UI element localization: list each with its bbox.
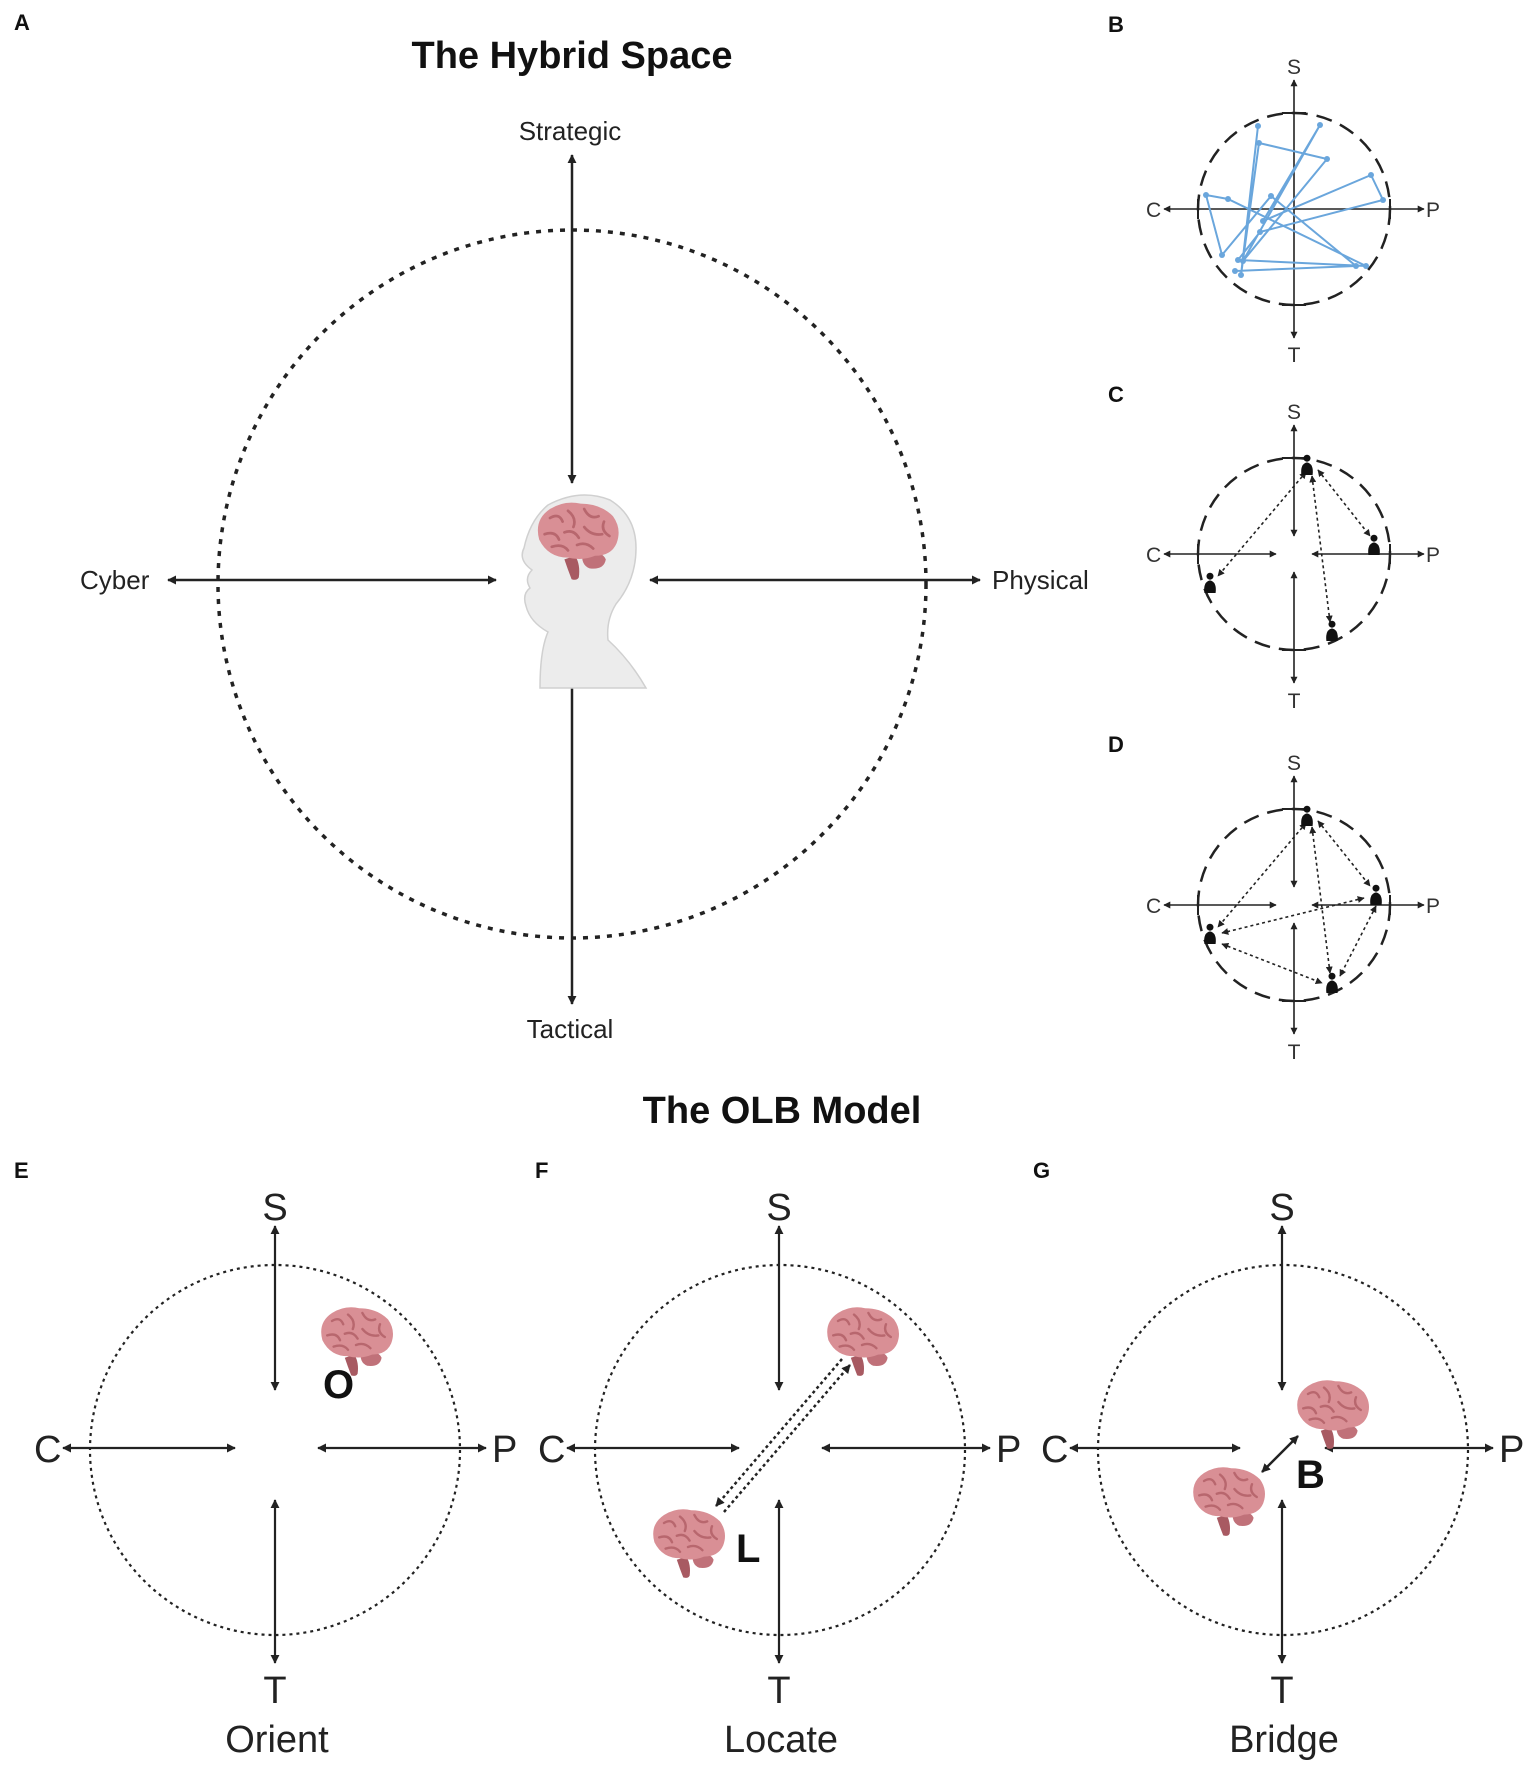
path-point [1256, 140, 1262, 146]
path-point [1232, 268, 1238, 274]
panel-e-bottom-label: T [263, 1670, 286, 1712]
panel-f: F L S T C P Locate [535, 1158, 1021, 1761]
orient-caption: Orient [225, 1719, 329, 1761]
panel-letter-a: A [14, 10, 30, 35]
path-point [1380, 197, 1386, 203]
panel-letter-b: B [1108, 12, 1124, 37]
bridge-marker-letter: B [1296, 1453, 1325, 1497]
panel-b-right-label: P [1426, 199, 1440, 222]
panel-e-top-label: S [262, 1187, 287, 1229]
panel-d-movement-arrows [1217, 820, 1377, 984]
panel-c-ticks [1197, 457, 1391, 651]
panel-d-right-label: P [1426, 895, 1440, 918]
bridge-arrow [1261, 1435, 1299, 1473]
path-point [1255, 123, 1261, 129]
panel-letter-e: E [14, 1158, 29, 1183]
panel-d-left-label: C [1146, 895, 1161, 918]
person-figure-icon [1204, 923, 1216, 944]
locate-caption: Locate [724, 1719, 838, 1761]
panel-e-right-label: P [492, 1429, 517, 1471]
orient-marker-letter: O [323, 1363, 354, 1407]
panel-c: C S T C P [1108, 382, 1440, 713]
person-figure-icon [1204, 572, 1216, 593]
physical-label: Physical [992, 565, 1089, 595]
path-point [1353, 263, 1359, 269]
panel-letter-d: D [1108, 732, 1124, 757]
olb-model-title: The OLB Model [643, 1090, 922, 1132]
path-point [1238, 272, 1244, 278]
panel-a: A The Hybrid Space Strategic Tactical Cy… [14, 10, 1089, 1044]
panel-e-left-label: C [34, 1429, 61, 1471]
path-point [1368, 172, 1374, 178]
panel-letter-c: C [1108, 382, 1124, 407]
panel-f-top-label: S [766, 1187, 791, 1229]
panel-c-bottom-label: T [1288, 690, 1301, 713]
panel-c-top-label: S [1287, 401, 1301, 424]
person-figure-icon [1326, 620, 1338, 641]
panel-c-left-label: C [1146, 544, 1161, 567]
path-point [1268, 193, 1274, 199]
panel-f-right-label: P [996, 1429, 1021, 1471]
panel-b-ticks [1197, 112, 1391, 306]
panel-g-top-label: S [1269, 1187, 1294, 1229]
path-point [1260, 218, 1266, 224]
panel-e: E O S T C P Orient [14, 1158, 517, 1761]
path-point [1235, 257, 1241, 263]
locate-double-arrow [715, 1358, 851, 1513]
panel-b-top-label: S [1287, 56, 1301, 79]
panel-d-ticks [1197, 808, 1391, 1002]
human-head-with-brain-icon [521, 494, 648, 689]
path-point [1240, 258, 1246, 264]
path-point [1257, 229, 1263, 235]
path-point [1317, 122, 1323, 128]
cyber-label: Cyber [80, 565, 150, 595]
brain-icon [826, 1306, 901, 1377]
panel-f-left-label: C [538, 1429, 565, 1471]
panel-d-bottom-label: T [1288, 1041, 1301, 1064]
panel-letter-g: G [1033, 1158, 1050, 1183]
person-figure-icon [1326, 972, 1338, 993]
panel-b-left-label: C [1146, 199, 1161, 222]
path-point [1203, 192, 1209, 198]
strategic-label: Strategic [519, 116, 622, 146]
panel-b-path-points [1203, 122, 1386, 278]
panel-d: D S T C P [1108, 732, 1440, 1064]
panel-letter-f: F [535, 1158, 548, 1183]
panel-c-movement-arrows [1217, 469, 1371, 623]
panel-b: B S T C P [1108, 12, 1440, 367]
panel-g-left-label: C [1041, 1429, 1068, 1471]
person-figure-icon [1368, 534, 1380, 555]
panel-c-right-label: P [1426, 544, 1440, 567]
person-figure-icon [1370, 884, 1382, 905]
panel-d-top-label: S [1287, 752, 1301, 775]
tactical-label: Tactical [527, 1014, 614, 1044]
locate-marker-letter: L [736, 1527, 760, 1571]
brain-icon [652, 1508, 727, 1579]
panel-b-bottom-label: T [1288, 344, 1301, 367]
path-point [1225, 196, 1231, 202]
brain-icon [1295, 1379, 1371, 1450]
path-point [1363, 263, 1369, 269]
path-point [1219, 252, 1225, 258]
brain-icon [1191, 1466, 1267, 1537]
panel-b-random-path [1204, 124, 1385, 276]
hybrid-space-title: The Hybrid Space [412, 35, 733, 77]
bridge-caption: Bridge [1229, 1719, 1339, 1761]
panel-g-right-label: P [1499, 1429, 1524, 1471]
panel-f-bottom-label: T [767, 1670, 790, 1712]
path-point [1324, 156, 1330, 162]
panel-g-bottom-label: T [1270, 1670, 1293, 1712]
panel-g: G B S T C P Bridge [1033, 1158, 1524, 1761]
